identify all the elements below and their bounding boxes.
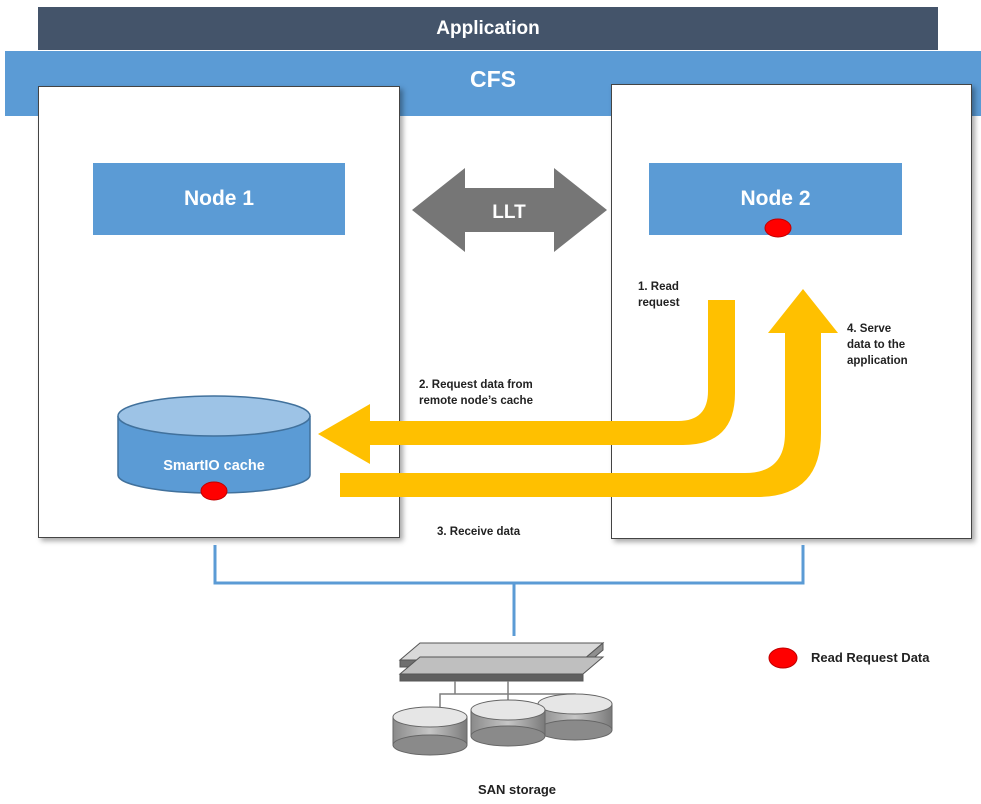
node-1-box: Node 1 [93, 163, 345, 235]
request-flow-arrow [318, 300, 735, 464]
san-connection-lines [213, 545, 805, 636]
san-storage-label: SAN storage [478, 782, 557, 797]
cache-data-marker [200, 481, 228, 501]
smartio-cache-label: SmartIO cache [163, 458, 265, 474]
node-2-data-marker [764, 218, 792, 238]
cfs-label: CFS [470, 66, 516, 92]
step-1-label: 1. Read request [638, 281, 680, 310]
serve-flow-arrow [340, 289, 838, 497]
step-3-label: 3. Receive data [437, 526, 521, 538]
smartio-cache-cylinder [117, 395, 311, 494]
application-bar: Application [38, 7, 938, 50]
node-1-label: Node 1 [183, 187, 254, 210]
node-2-label: Node 2 [740, 187, 811, 210]
llt-label: LLT [492, 202, 526, 223]
step-2-label: 2. Request data from remote node’s cache [419, 379, 533, 408]
application-label: Application [436, 17, 540, 39]
san-storage-icon [392, 641, 613, 756]
legend-label: Read Request Data [811, 650, 930, 665]
legend-marker [768, 647, 798, 669]
llt-arrow [412, 168, 607, 252]
step-4-label: 4. Serve data to the application [847, 323, 908, 368]
